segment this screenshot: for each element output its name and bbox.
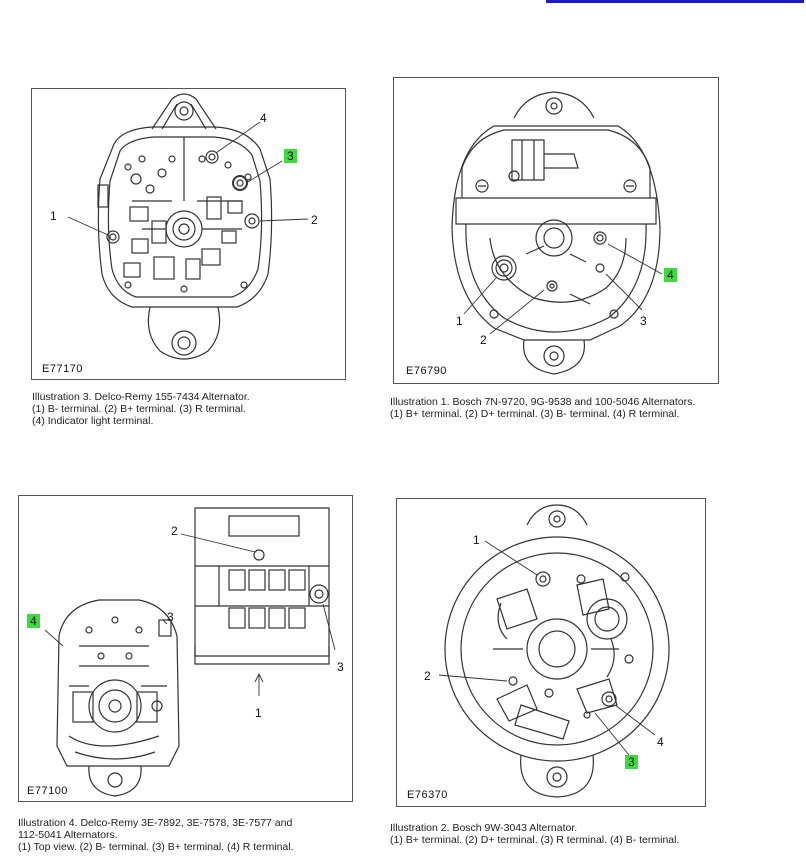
figure-panel-bosch-7n-9720: 1 2 3 4 E76790 xyxy=(393,77,719,384)
figure-panel-bosch-9w-3043: 1 2 3 4 E76370 xyxy=(396,498,706,807)
callout-2: 2 xyxy=(424,669,431,683)
callout-2: 2 xyxy=(311,213,318,227)
alternator-drawing xyxy=(451,91,663,375)
caption-line: (4) Indicator light terminal. xyxy=(32,415,154,427)
callout-4-highlighted: 4 xyxy=(664,268,677,282)
caption-line: (1) B+ terminal. (2) D+ terminal. (3) R … xyxy=(390,834,680,846)
caption-title: Illustration 3. Delco-Remy 155-7434 Alte… xyxy=(32,391,250,403)
figure-panel-delco-155-7434: 1 2 3 4 E77170 xyxy=(31,88,346,380)
figure-code: E77170 xyxy=(42,363,83,375)
top-link-bar[interactable] xyxy=(546,0,804,3)
callout-1: 1 xyxy=(473,533,480,547)
caption-bosch-7n-9720: Illustration 1. Bosch 7N-9720, 9G-9538 a… xyxy=(390,396,695,420)
callout-1: 1 xyxy=(255,706,262,720)
callout-3: 3 xyxy=(167,610,174,624)
figure-code: E77100 xyxy=(27,785,68,797)
callout-1: 1 xyxy=(456,314,463,328)
callout-3-highlighted: 3 xyxy=(625,755,638,769)
caption-delco-3e-7892: Illustration 4. Delco-Remy 3E-7892, 3E-7… xyxy=(18,817,294,853)
callout-3: 3 xyxy=(640,314,647,328)
caption-line: (1) Top view. (2) B- terminal. (3) B+ te… xyxy=(18,841,294,853)
callout-3-highlighted: 3 xyxy=(284,149,297,163)
caption-line: (1) B- terminal. (2) B+ terminal. (3) R … xyxy=(32,403,246,415)
figure-code: E76790 xyxy=(406,365,447,377)
caption-line: 112-5041 Alternators. xyxy=(18,829,118,841)
callout-2: 2 xyxy=(480,333,487,347)
callout-2: 2 xyxy=(171,524,178,538)
caption-delco-155-7434: Illustration 3. Delco-Remy 155-7434 Alte… xyxy=(32,391,250,427)
callout-1: 1 xyxy=(50,209,57,223)
callout-4: 4 xyxy=(657,735,664,749)
alternator-drawing xyxy=(44,507,336,797)
callout-3: 3 xyxy=(337,660,344,674)
caption-line: (1) B+ terminal. (2) D+ terminal. (3) B-… xyxy=(390,408,680,420)
caption-title: Illustration 4. Delco-Remy 3E-7892, 3E-7… xyxy=(18,817,293,829)
callout-4: 4 xyxy=(260,111,267,125)
callout-4-highlighted: 4 xyxy=(27,614,40,628)
alternator-drawing xyxy=(67,93,309,360)
alternator-drawing xyxy=(438,504,670,798)
figure-code: E76370 xyxy=(407,789,448,801)
caption-title: Illustration 1. Bosch 7N-9720, 9G-9538 a… xyxy=(390,396,696,408)
figure-panel-delco-3e-7892: 1 2 3 3 4 E77100 xyxy=(18,495,353,802)
caption-title: Illustration 2. Bosch 9W-3043 Alternator… xyxy=(390,822,578,834)
caption-bosch-9w-3043: Illustration 2. Bosch 9W-3043 Alternator… xyxy=(390,822,679,846)
